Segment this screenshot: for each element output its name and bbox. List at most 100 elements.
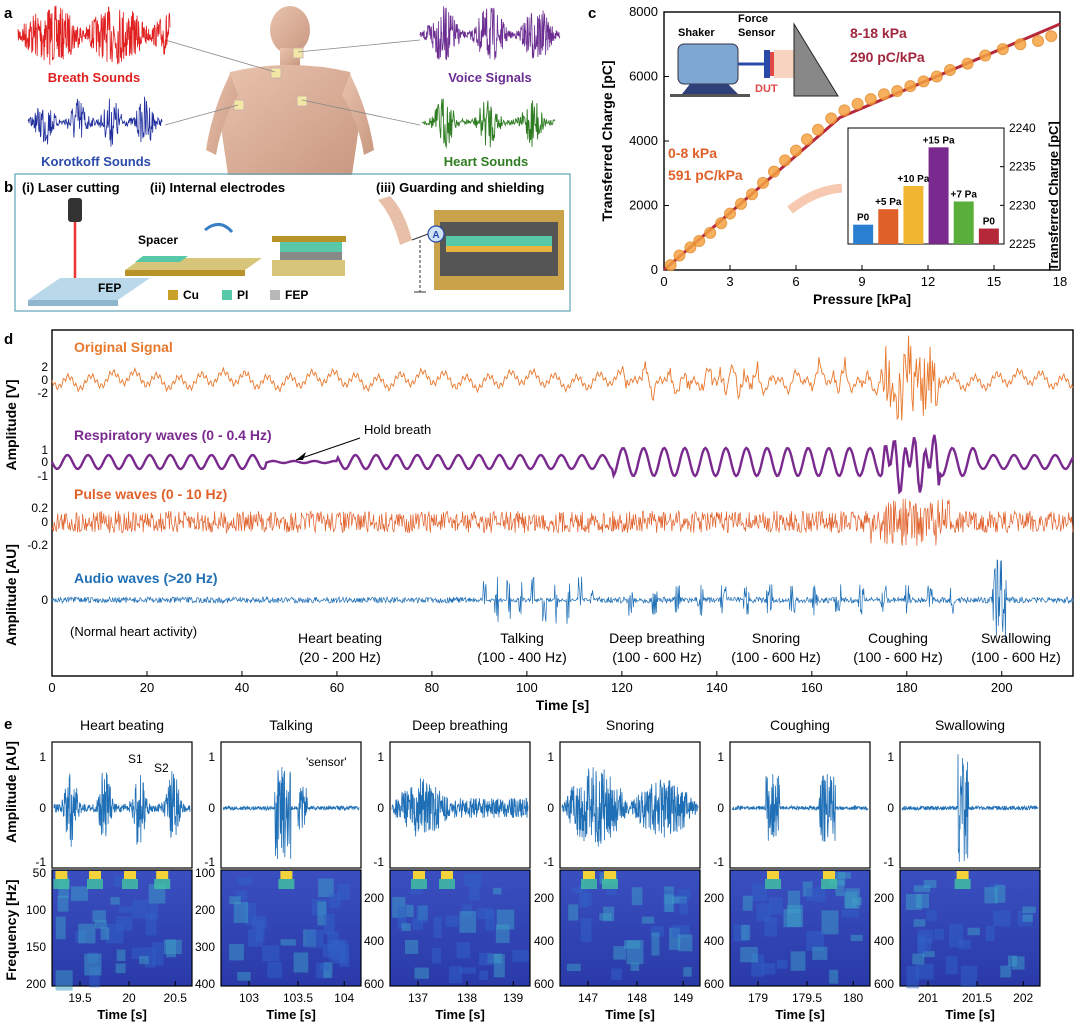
spectrogram-cell [572, 886, 582, 894]
y-tick-label: 6000 [629, 69, 658, 84]
spectrogram-cell [806, 887, 818, 901]
step-internal-electrodes: (ii) Internal electrodes [150, 180, 285, 195]
spectrogram-cell [985, 925, 995, 942]
time-tick-label: 202 [1013, 991, 1033, 1005]
spectrogram-hotspot [954, 879, 971, 889]
spectrogram-cell [495, 924, 510, 944]
spectrogram-cell [448, 966, 463, 984]
time-tick-label: 103 [239, 991, 259, 1005]
spectrogram-cell [583, 892, 592, 906]
time-axis-label: Time [s] [775, 1007, 825, 1022]
shaker-table [670, 94, 750, 97]
spectrogram-hotspot [765, 879, 781, 889]
y-tick-label: 2000 [629, 198, 658, 213]
amp-tick-label: 1 [717, 750, 724, 764]
data-point [1014, 38, 1027, 51]
spectrogram-cell [305, 929, 324, 949]
spectrogram-cell [906, 965, 920, 989]
inset-bar [853, 224, 874, 244]
shaker-base [682, 84, 738, 94]
x-tick-label: 100 [516, 680, 538, 695]
y-axis-label-bottom: Amplitude [AU] [3, 544, 19, 646]
spectrogram-cell [166, 939, 176, 958]
spectrogram-cell [923, 880, 937, 888]
spectrogram-hotspot [154, 879, 171, 889]
spectrogram-cell [835, 879, 845, 897]
y-axis-label-top: Amplitude [V] [3, 380, 19, 471]
segment-range: (100 - 600 Hz) [612, 649, 701, 665]
step-laser-cutting: (i) Laser cutting [22, 180, 120, 195]
amplitude-frame [389, 741, 531, 869]
x-tick-label: 180 [896, 680, 918, 695]
event-amplitude-trace [731, 774, 869, 842]
spectrogram-cell [913, 885, 931, 893]
spectrogram-cell [78, 923, 96, 944]
spectrogram-cell [115, 916, 133, 931]
data-point [851, 97, 864, 110]
inset-bar [928, 147, 949, 244]
freq-tick-label: 150 [26, 940, 46, 954]
spectrogram-cell [741, 924, 751, 941]
time-axis-label: Time [s] [97, 1007, 147, 1022]
spectrogram-cell [237, 877, 253, 885]
frequency-axis-label: Frequency [Hz] [3, 879, 19, 980]
x-tick-label: 20 [140, 680, 154, 695]
amp-tick-label: 0 [377, 801, 384, 815]
heart-sounds-label: Heart Sounds [444, 154, 529, 169]
spectrogram-cell [116, 949, 126, 961]
korotkoff-wave-trace [27, 96, 163, 147]
spectrogram-cell [841, 909, 859, 918]
freq-tick-label: 100 [26, 903, 46, 917]
spectrogram-cell [993, 910, 1011, 927]
y-tick-label: 0 [41, 455, 48, 469]
data-point [1032, 35, 1044, 48]
spectrogram-cell [70, 886, 88, 901]
heart-wave-trace [421, 98, 556, 149]
spectrogram-cell [740, 946, 758, 963]
x-tick-label: 200 [991, 680, 1013, 695]
breath-sounds-label: Breath Sounds [48, 70, 140, 85]
spectrogram-cell [742, 895, 753, 911]
spectrogram-cell [113, 875, 124, 887]
amplitude-frame [729, 741, 871, 869]
korotkoff-sound-wave [27, 96, 163, 147]
bar-y-axis-label: Transferred Charge [pC] [1046, 121, 1061, 271]
spectrogram-cell [994, 884, 1006, 903]
amp-tick-label: 0 [717, 801, 724, 815]
spectrogram-hotspot [604, 871, 616, 879]
data-point [724, 207, 736, 220]
legend-swatch-cu [168, 290, 178, 300]
data-point [768, 165, 780, 178]
y-tick-label: -1 [37, 469, 48, 483]
spectrogram-cell [463, 873, 482, 887]
spectrogram-cell [477, 907, 494, 920]
y-axis-label: Transferred Charge [pC] [599, 60, 615, 221]
segment-name: Talking [500, 630, 544, 646]
spectrogram-cell [148, 902, 158, 920]
spectrogram-cell [132, 899, 149, 919]
x-tick-label: 60 [330, 680, 344, 695]
time-tick-label: 20 [122, 991, 136, 1005]
korotkoff-sounds-label: Korotkoff Sounds [41, 154, 151, 169]
data-point [838, 104, 851, 117]
data-point [904, 80, 917, 93]
spectrogram-hotspot [821, 879, 837, 889]
panel-label-b: b [4, 179, 13, 196]
spectrogram-cell [319, 962, 330, 972]
amp-tick-label: 0 [547, 801, 554, 815]
spectrogram-cell [328, 893, 341, 908]
spectrogram-cell [397, 906, 407, 929]
amp-tick-label: 0 [39, 801, 46, 815]
time-axis-label: Time [s] [435, 1007, 485, 1022]
spectrogram-cell [1007, 955, 1018, 967]
inset-bar [878, 209, 899, 244]
data-point [735, 197, 747, 210]
freq-tick-label: 400 [874, 934, 894, 948]
event-title: Deep breathing [412, 717, 508, 733]
spectrogram-cell [131, 947, 145, 960]
data-point [684, 241, 697, 254]
legend-swatch-pi [222, 290, 232, 300]
freq-tick-label: 400 [704, 934, 724, 948]
event-amplitude-trace [222, 767, 360, 860]
